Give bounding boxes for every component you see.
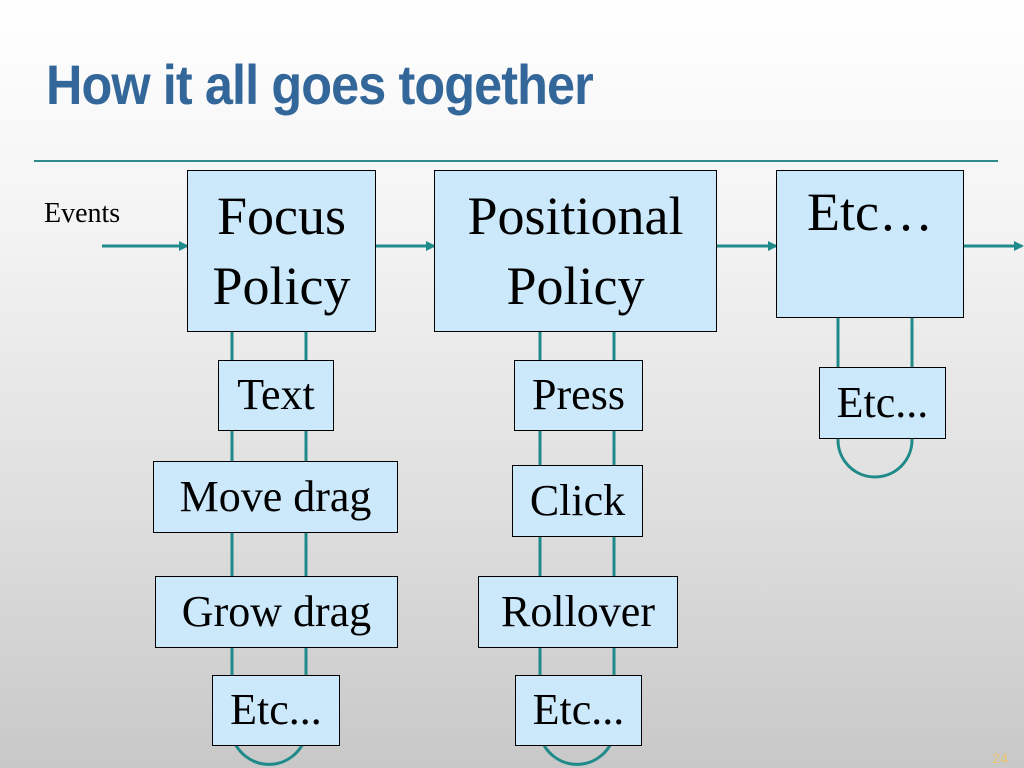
etc-child-etc: Etc... [819, 367, 946, 439]
etc-policy-line1: Etc… [807, 182, 933, 242]
focus-policy-line1: Focus [216, 185, 346, 246]
focus-child-move-drag: Move drag [153, 461, 398, 533]
positional-child-rollover: Rollover [478, 576, 678, 648]
focus-child-grow-drag: Grow drag [155, 576, 398, 648]
positional-child-etc: Etc... [515, 675, 642, 746]
positional-child-click: Click [512, 465, 643, 537]
positional-child-press: Press [514, 360, 643, 431]
positional-policy-box: Positional Policy [434, 170, 717, 332]
focus-policy-line2: Policy [212, 256, 351, 316]
page-number: 24 [992, 750, 1008, 766]
title-divider [34, 160, 998, 162]
positional-policy-line1: Positional [467, 185, 684, 246]
focus-policy-box: Focus Policy [187, 170, 376, 332]
focus-child-etc: Etc... [212, 675, 340, 746]
focus-child-text: Text [218, 360, 334, 431]
events-label: Events [44, 198, 121, 229]
positional-policy-line2: Policy [506, 256, 645, 316]
slide-title: How it all goes together [46, 53, 594, 116]
etc-policy-box: Etc… [776, 170, 964, 318]
